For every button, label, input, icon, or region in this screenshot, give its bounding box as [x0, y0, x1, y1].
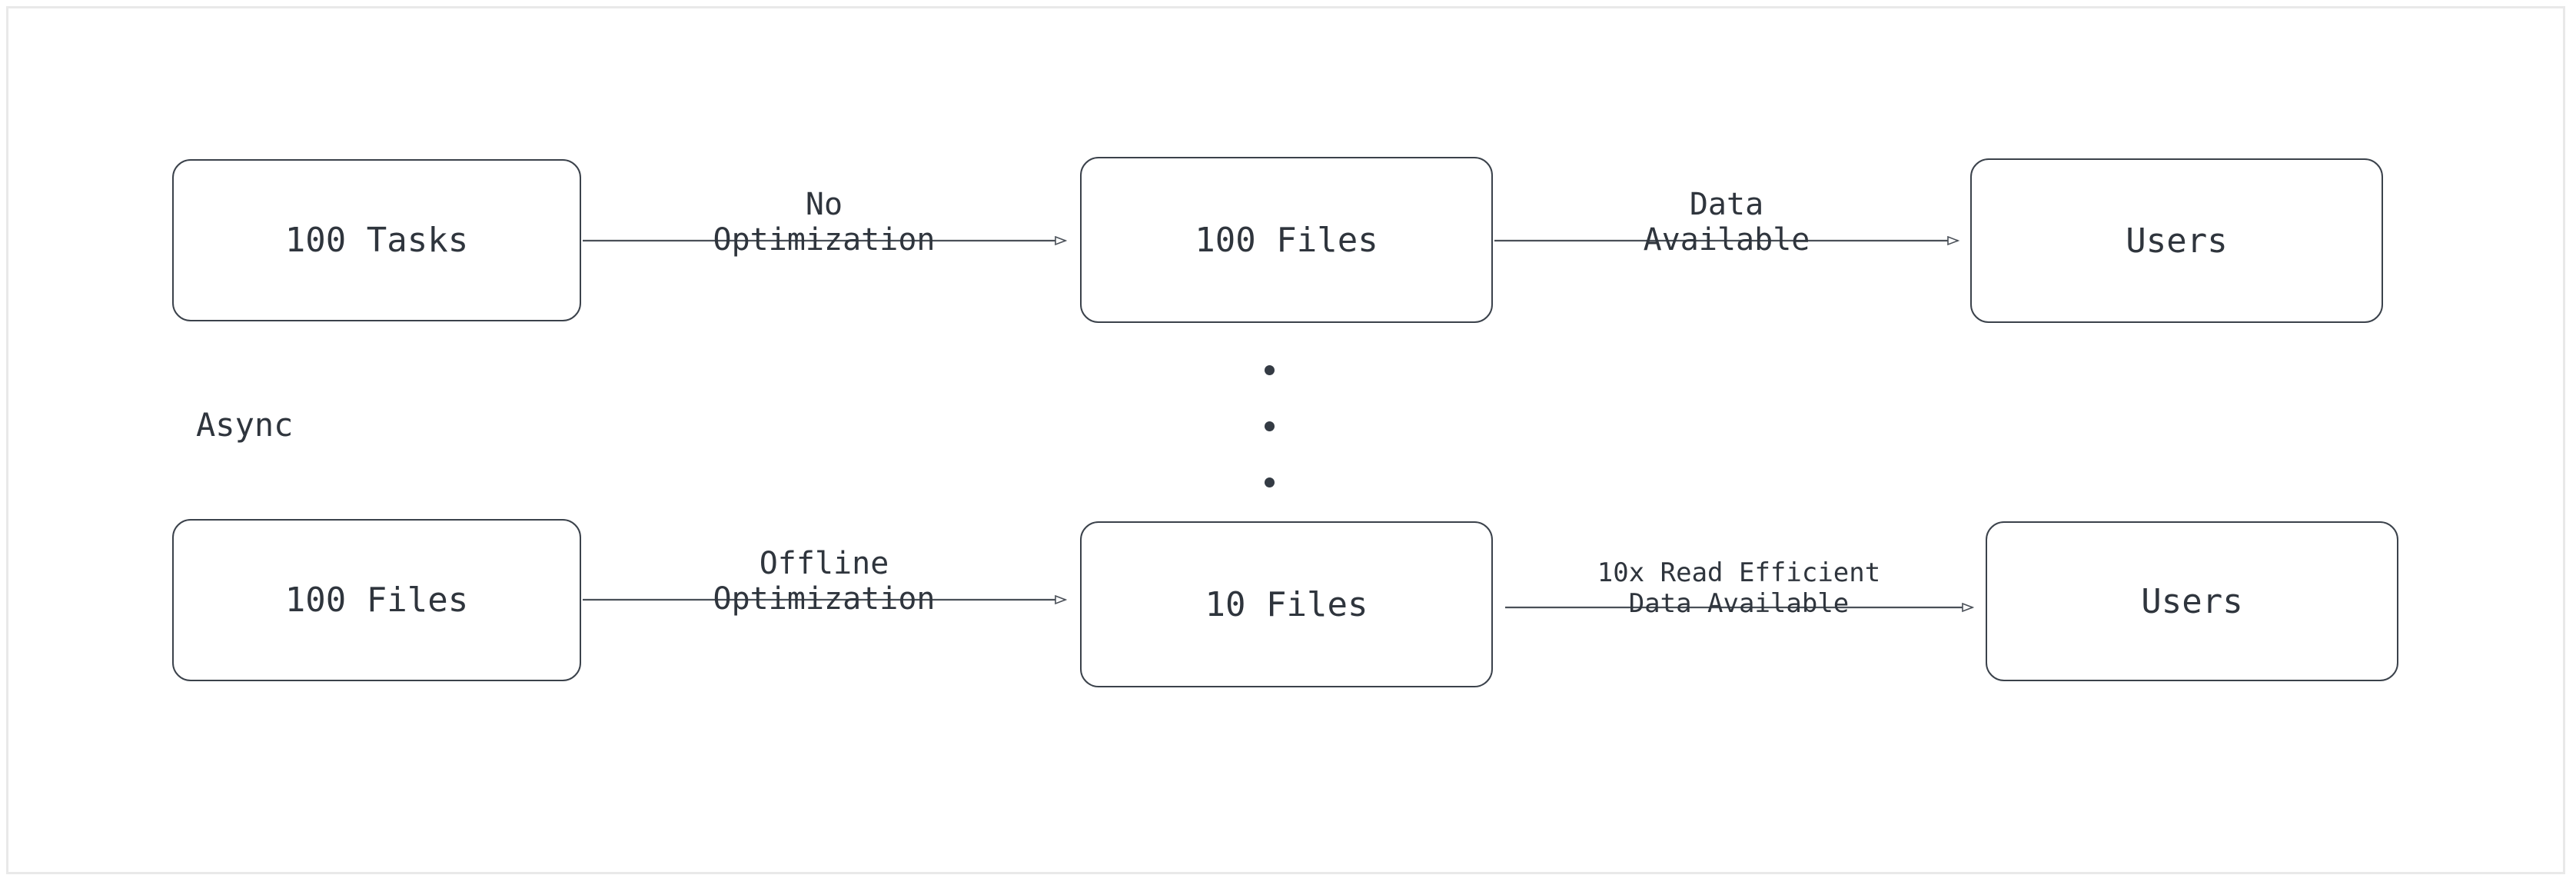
node-label: 100 Files: [1195, 220, 1378, 260]
node-label: Users: [2126, 221, 2228, 261]
edge-label-line-1: No: [805, 187, 843, 222]
node-100-tasks[interactable]: 100 Tasks: [172, 159, 581, 321]
edge-label-line-1: 10x Read Efficient: [1597, 557, 1881, 588]
async-label-text: Async: [196, 406, 294, 444]
edge-label-line-1: Offline: [759, 546, 889, 581]
node-label: 100 Tasks: [284, 221, 469, 260]
node-100-files-bottom[interactable]: 100 Files: [172, 519, 581, 681]
node-label: 100 Files: [284, 581, 469, 620]
edge-label-10x-read-efficient: 10x Read Efficient Data Available: [1508, 557, 1969, 619]
node-100-files-top[interactable]: 100 Files: [1080, 157, 1493, 323]
edge-label-line-1: Data: [1689, 187, 1764, 222]
edge-label-offline-optimization: Offline Optimization: [632, 546, 1016, 617]
ellipsis-dot-1: [1265, 365, 1275, 375]
edge-label-line-2: Optimization: [713, 581, 936, 617]
node-users-top[interactable]: Users: [1970, 158, 2383, 323]
ellipsis-dot-3: [1265, 477, 1275, 487]
edge-label-line-2: Available: [1643, 222, 1810, 258]
node-label: 10 Files: [1205, 584, 1368, 624]
node-label: Users: [2141, 581, 2243, 621]
node-users-bottom[interactable]: Users: [1986, 521, 2398, 681]
node-10-files[interactable]: 10 Files: [1080, 521, 1493, 687]
edge-label-no-optimization: No Optimization: [632, 187, 1016, 258]
edge-label-data-available: Data Available: [1534, 187, 1919, 258]
ellipsis-dot-2: [1265, 421, 1275, 431]
async-label: Async: [196, 407, 293, 444]
edge-label-line-2: Optimization: [713, 222, 936, 258]
edge-label-line-2: Data Available: [1628, 588, 1850, 619]
